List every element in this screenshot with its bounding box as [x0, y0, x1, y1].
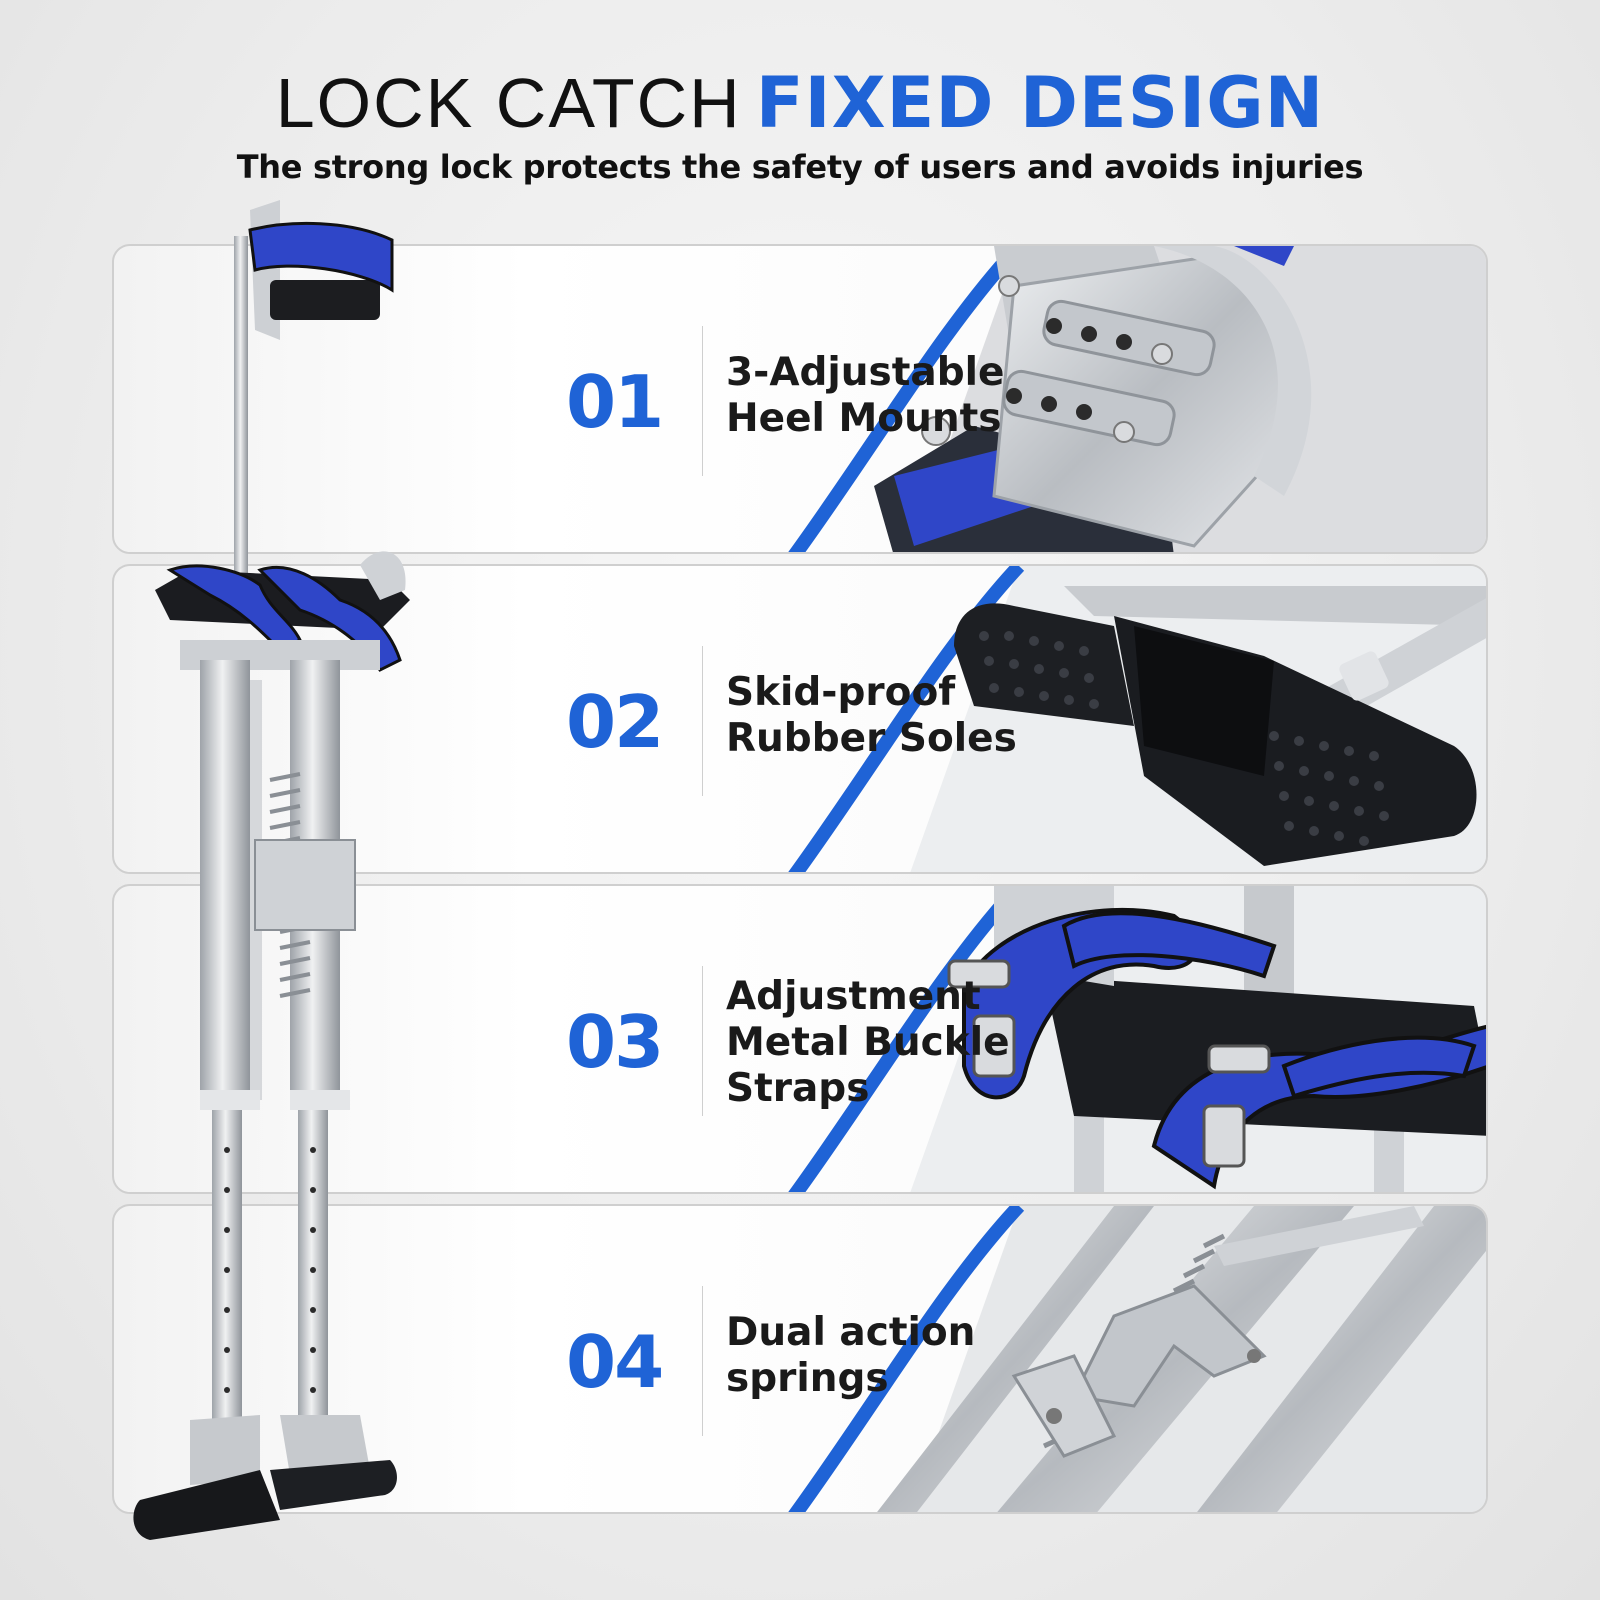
headline-light: LOCK CATCH	[275, 64, 742, 142]
subtitle: The strong lock protects the safety of u…	[236, 148, 1364, 186]
feature-panel-1: 01 3-Adjustable Heel Mounts	[112, 244, 1488, 554]
feature-number-2: 02	[566, 680, 664, 764]
feature-number-3: 03	[566, 1000, 664, 1084]
feature-label-2: Skid-proof Rubber Soles	[726, 670, 1017, 761]
feature-divider-1	[702, 326, 703, 476]
feature-panel-4: 04 Dual action springs	[112, 1204, 1488, 1514]
feature-number-4: 04	[566, 1320, 664, 1404]
feature-label-3: Adjustment Metal Buckle Straps	[726, 974, 1010, 1111]
feature-divider-4	[702, 1286, 703, 1436]
heel-mount-photo	[788, 246, 1486, 552]
feature-label-4: Dual action springs	[726, 1310, 976, 1401]
feature-divider-2	[702, 646, 703, 796]
headline-bold: FIXED DESIGN	[755, 62, 1325, 144]
drywall-stilts-photo	[133, 200, 410, 1540]
rubber-sole-photo	[788, 566, 1486, 872]
feature-panel-3: 03 Adjustment Metal Buckle Straps	[112, 884, 1488, 1194]
feature-label-1: 3-Adjustable Heel Mounts	[726, 350, 1005, 441]
spring-photo	[788, 1206, 1486, 1512]
feature-divider-3	[702, 966, 703, 1116]
feature-number-1: 01	[566, 360, 664, 444]
buckle-strap-photo	[788, 886, 1486, 1192]
feature-panel-2: 02 Skid-proof Rubber Soles	[112, 564, 1488, 874]
